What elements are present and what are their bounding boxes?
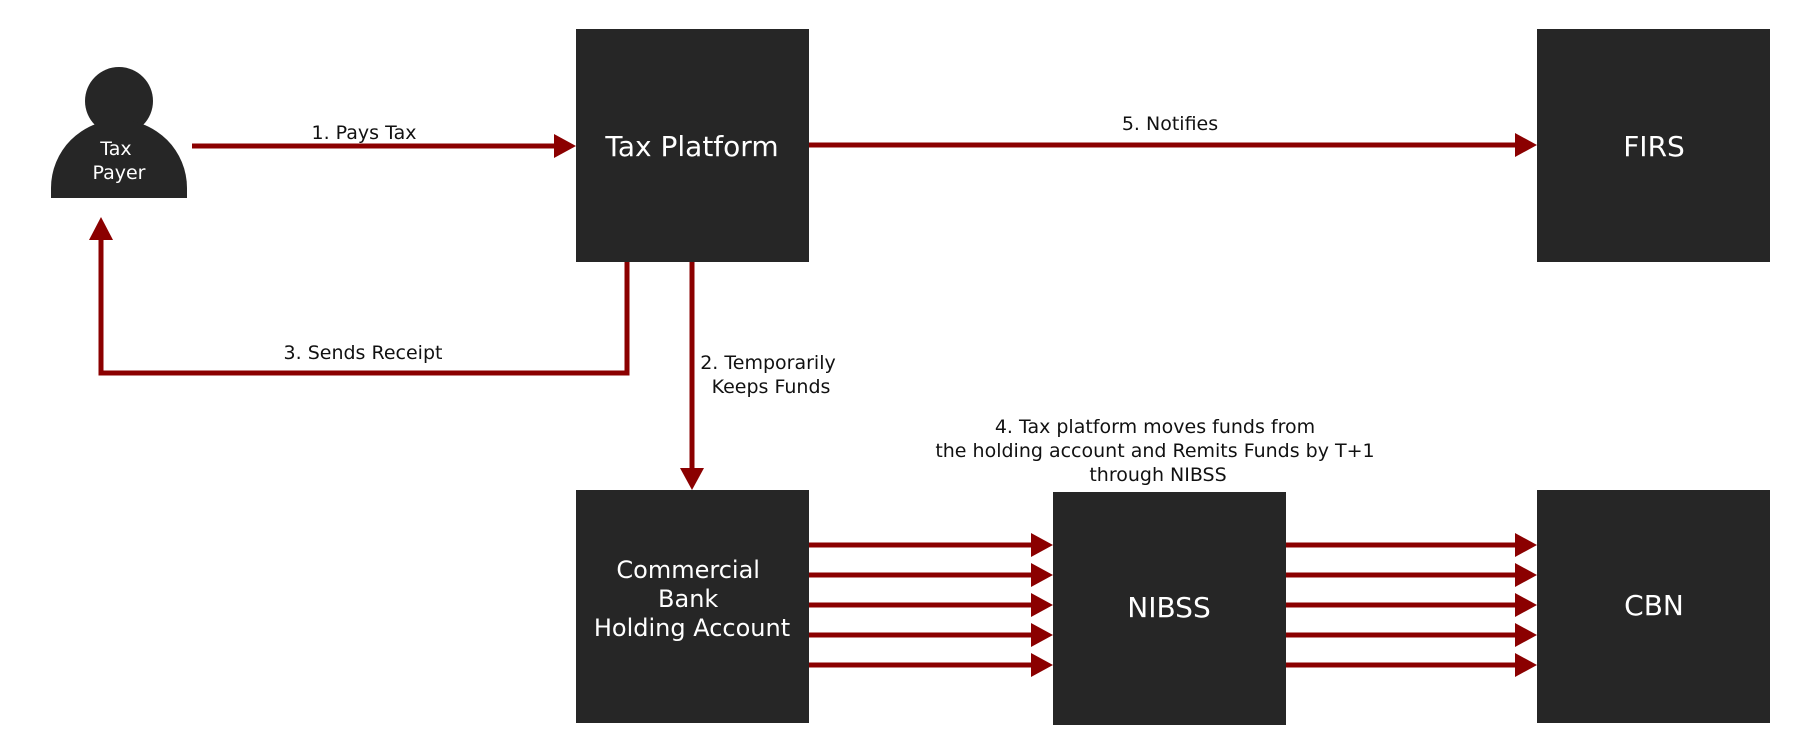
person-icon (51, 67, 187, 198)
node-tax-platform-label: Tax Platform (604, 130, 778, 163)
remits-funds-label-line: 4. Tax platform moves funds from (995, 416, 1315, 438)
holding-account-label-line: Bank (658, 585, 718, 613)
edge-notifies: 5. Notifies (809, 113, 1537, 157)
node-firs-label: FIRS (1623, 130, 1685, 163)
node-firs: FIRS (1537, 29, 1770, 262)
edge-remits-funds: 4. Tax platform moves funds from the hol… (809, 416, 1537, 677)
holding-account-label-line: Holding Account (594, 614, 790, 642)
tax-payer-label: Tax Payer (93, 138, 146, 184)
node-nibss-label: NIBSS (1127, 591, 1210, 624)
holding-account-label-line: Commercial (616, 556, 760, 584)
node-holding-account: Commercial Bank Holding Account (576, 490, 809, 723)
node-nibss: NIBSS (1053, 492, 1286, 725)
node-holding-account-label: Commercial Bank Holding Account (594, 556, 790, 642)
edge-sends-receipt: 3. Sends Receipt (89, 217, 630, 376)
edge-remits-funds-label: 4. Tax platform moves funds from the hol… (935, 416, 1380, 486)
keeps-funds-label-line: Keeps Funds (712, 376, 831, 398)
tax-payer-actor: Tax Payer (51, 67, 187, 198)
remits-funds-label-line: the holding account and Remits Funds by … (935, 440, 1374, 462)
node-tax-platform: Tax Platform (576, 29, 809, 262)
edge-pays-tax: 1. Pays Tax (192, 122, 576, 158)
tax-payer-label-line: Payer (93, 162, 146, 184)
tax-payer-label-line: Tax (99, 138, 131, 160)
transfer-arrows-nibss-to-cbn (1286, 533, 1537, 677)
node-cbn: CBN (1537, 490, 1770, 723)
edge-notifies-label: 5. Notifies (1122, 113, 1218, 135)
transfer-arrows-holding-to-nibss (809, 533, 1053, 677)
edge-keeps-funds: 2. Temporarily Keeps Funds (680, 262, 842, 490)
edge-sends-receipt-label: 3. Sends Receipt (284, 342, 443, 364)
keeps-funds-label-line: 2. Temporarily (700, 352, 836, 374)
node-cbn-label: CBN (1624, 589, 1684, 622)
edge-pays-tax-label: 1. Pays Tax (312, 122, 417, 144)
edge-keeps-funds-label: 2. Temporarily Keeps Funds (700, 352, 842, 398)
remits-funds-label-line: through NIBSS (1089, 464, 1226, 486)
